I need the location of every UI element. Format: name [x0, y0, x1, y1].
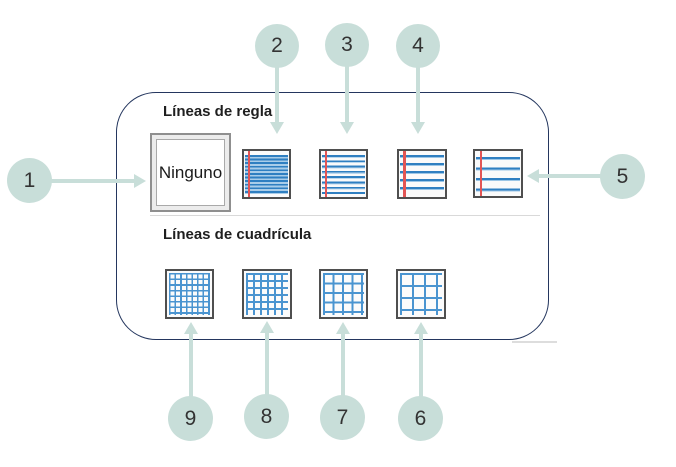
- callout-number: 3: [341, 33, 353, 56]
- red-margin-line: [325, 151, 327, 197]
- callout-arrowhead-5: [527, 169, 539, 183]
- none-option-label: Ninguno: [156, 139, 225, 206]
- menu-item-none[interactable]: Ninguno: [150, 133, 231, 212]
- callout-badge-4: 4: [396, 24, 440, 68]
- callout-badge-8: 8: [244, 394, 289, 439]
- callout-number: 9: [184, 406, 197, 430]
- grid-large-icon: [323, 273, 364, 315]
- callout-arrow-5: [539, 174, 601, 178]
- callout-badge-7: 7: [320, 395, 365, 440]
- callout-arrow-7: [341, 334, 345, 396]
- menu-item-ruled-standard[interactable]: [397, 149, 447, 199]
- callout-number: 7: [336, 405, 349, 429]
- menu-item-grid-large[interactable]: [319, 269, 368, 319]
- rule-lines-section-title: Líneas de regla: [163, 103, 273, 120]
- callout-number: 1: [23, 168, 36, 192]
- callout-badge-9: 9: [168, 396, 213, 441]
- ruled-lines-standard-icon: [400, 155, 444, 195]
- menu-item-grid-medium[interactable]: [242, 269, 292, 319]
- callout-arrow-1: [51, 179, 134, 183]
- callout-badge-1: 1: [7, 158, 52, 203]
- callout-arrow-4: [416, 67, 420, 123]
- grid-extra-large-icon: [400, 273, 442, 315]
- callout-number: 6: [414, 406, 427, 430]
- callout-arrowhead-1: [134, 174, 146, 188]
- callout-arrowhead-6: [414, 322, 428, 334]
- ruled-lines-narrow-icon: [245, 155, 288, 194]
- ruled-lines-wide-icon: [476, 157, 520, 194]
- menu-item-ruled-narrow[interactable]: [242, 149, 291, 199]
- callout-arrow-2: [275, 67, 279, 123]
- red-margin-line: [248, 151, 250, 197]
- callout-number: 5: [616, 164, 629, 188]
- callout-arrowhead-8: [260, 321, 274, 333]
- callout-number: 8: [260, 404, 273, 428]
- callout-number: 2: [271, 34, 283, 57]
- menu-item-ruled-college[interactable]: [319, 149, 368, 199]
- callout-arrowhead-3: [340, 122, 354, 134]
- callout-badge-3: 3: [325, 23, 369, 67]
- callout-arrow-9: [189, 334, 193, 397]
- callout-number: 4: [412, 34, 424, 57]
- callout-arrowhead-4: [411, 122, 425, 134]
- callout-arrowhead-2: [270, 122, 284, 134]
- callout-arrow-6: [419, 334, 423, 397]
- callout-badge-5: 5: [600, 154, 645, 199]
- grid-medium-icon: [246, 273, 288, 315]
- red-margin-line: [480, 151, 482, 196]
- callout-arrow-8: [265, 333, 269, 395]
- grid-small-icon: [169, 273, 210, 315]
- callout-arrowhead-7: [336, 322, 350, 334]
- section-divider: [150, 215, 540, 216]
- callout-arrow-3: [345, 66, 349, 123]
- menu-item-grid-small[interactable]: [165, 269, 214, 319]
- ruled-lines-college-icon: [322, 155, 365, 194]
- menu-item-ruled-wide[interactable]: [473, 149, 523, 198]
- panel-shadow: [512, 341, 557, 343]
- menu-item-grid-extra-large[interactable]: [396, 269, 446, 319]
- grid-lines-section-title: Líneas de cuadrícula: [163, 226, 312, 243]
- red-margin-line: [403, 151, 406, 197]
- callout-badge-2: 2: [255, 24, 299, 68]
- callout-badge-6: 6: [398, 396, 443, 441]
- callout-arrowhead-9: [184, 322, 198, 334]
